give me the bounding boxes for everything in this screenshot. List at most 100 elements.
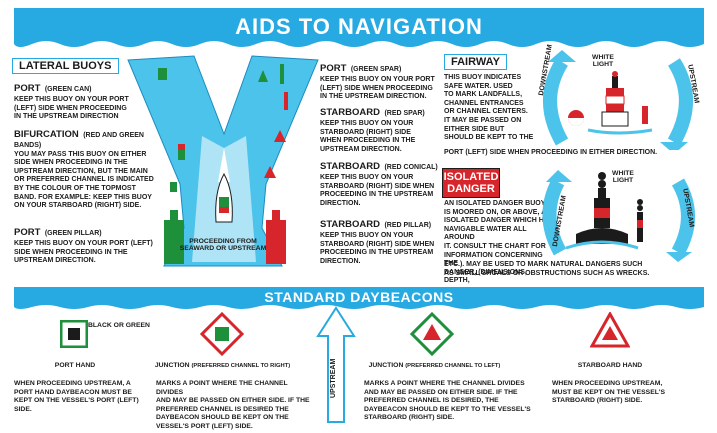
bifurcation-sub2: BANDS): [14, 142, 42, 149]
green-spar-buoy-icon: [280, 64, 284, 84]
isolated-danger-heading-line: DANGER: [447, 183, 495, 195]
channel-caption-line: SEAWARD OR UPSTREAM: [179, 245, 267, 252]
bifurcation-line: OR PREFERRED CHANNEL IS INDICATED: [14, 176, 154, 184]
daybeacons-wave: [14, 287, 704, 309]
stbd-conical-line: DIRECTION.: [320, 199, 361, 207]
port-spar-line: IN THE UPSTREAM DIRECTION.: [320, 93, 427, 101]
channel-caption-line: PROCEEDING FROM: [189, 238, 257, 245]
stbd-spar-line: STARBOARD (RIGHT) SIDE: [320, 128, 411, 136]
bifurcation-band-icon: [178, 144, 185, 150]
port-spar-title: PORT: [320, 63, 347, 74]
bifurcation-line: UPSTREAM DIRECTION, BUT THE MAIN: [14, 167, 148, 175]
green-pillar-buoy-icon: [164, 210, 184, 264]
bifurcation-line: BY THE COLOUR OF THE TOPMOST: [14, 184, 136, 192]
isolated-danger-heading: ISOLATED DANGER: [442, 168, 500, 198]
upstream-arrow: [667, 58, 693, 146]
isolated-line: AN ISOLATED DANGER BUOY: [444, 200, 546, 207]
channel-illustration: [127, 55, 319, 267]
isolated-danger-illustration: [542, 170, 695, 262]
port-spar-line: KEEP THIS BUOY ON YOUR PORT: [320, 76, 435, 83]
starboard-hand-line: STARBOARD (RIGHT) SIDE.: [552, 397, 643, 405]
black-or-green-label: BLACK OR GREEN: [88, 322, 150, 329]
junction-left-line: PREFERRED CHANNEL IS DESIRED, THE: [364, 397, 499, 405]
fairway-line: SAFE WATER. USED: [444, 82, 513, 90]
stbd-spar-block: STARBOARD (RED SPAR) KEEP THIS BUOY ON Y…: [320, 102, 440, 154]
stbd-conical-title: STARBOARD: [320, 161, 380, 172]
starboard-hand-text: WHEN PROCEEDING UPSTREAM, MUST BE KEPT O…: [552, 380, 702, 406]
stbd-spar-sub: (RED SPAR): [384, 110, 425, 117]
red-conical-buoy-icon: [274, 130, 286, 142]
port-can-block: PORT (GREEN CAN) KEEP THIS BUOY ON YOUR …: [14, 78, 139, 122]
port-hand-line: PORT HAND DAYBEACON MUST BE: [14, 388, 132, 396]
channel-caption: PROCEEDING FROM SEAWARD OR UPSTREAM: [178, 238, 268, 252]
fairway-line: OR CHANNEL CENTERS.: [444, 108, 528, 116]
red-pillar-buoy-icon: [266, 210, 286, 264]
bifurcation-buoy-icon: [178, 150, 185, 160]
junction-left-text: MARKS A POINT WHERE THE CHANNEL DIVIDES …: [364, 380, 534, 423]
stbd-pillar-line: KEEP THIS BUOY ON YOUR: [320, 232, 414, 239]
stbd-spar-line: WHEN PROCEEDING IN THE: [320, 137, 416, 145]
upstream-arrow-icon: [316, 306, 356, 423]
green-marker-icon: [258, 70, 268, 82]
fairway-light-label: WHITE LIGHT: [588, 54, 618, 68]
stbd-pillar-line: STARBOARD (RIGHT) SIDE WHEN: [320, 240, 435, 248]
page-title: AIDS TO NAVIGATION: [235, 14, 483, 39]
port-pillar-line: UPSTREAM DIRECTION.: [14, 257, 96, 265]
isolated-line: IT. CONSULT THE CHART FOR: [444, 242, 546, 250]
starboard-hand-line: MUST BE KEPT ON THE VESSEL'S: [552, 388, 666, 396]
junction-right-sub: (PREFERRED CHANNEL TO RIGHT): [191, 363, 291, 369]
port-spar-line: (LEFT) SIDE WHEN PROCEEDING: [320, 84, 433, 92]
fairway-pillar-buoy-icon: [601, 71, 629, 127]
isolated-danger-text: AN ISOLATED DANGER BUOY IS MOORED ON, OR…: [444, 200, 554, 286]
junction-left-beacon-icon: [410, 312, 454, 356]
junction-right-label: JUNCTION: [154, 362, 190, 369]
isolated-danger-last: ETC.). MAY BE USED TO MARK NATURAL DANGE…: [444, 261, 704, 278]
isolated-light-line: LIGHT: [612, 177, 634, 184]
fairway-last-line: PORT (LEFT) SIDE WHEN PROCEEDING IN EITH…: [444, 149, 658, 156]
junction-left-line: STARBOARD (RIGHT) SIDE.: [364, 414, 455, 422]
port-can-line: IN THE UPSTREAM DIRECTION: [14, 113, 119, 121]
starboard-hand-title: STARBOARD HAND: [577, 362, 643, 369]
junction-left-title: JUNCTION (PREFERRED CHANNEL TO LEFT): [362, 362, 507, 369]
isolated-light-label: WHITE LIGHT: [608, 170, 638, 184]
junction-right-line: PREFERRED CHANNEL IS DESIRED THE: [156, 405, 289, 413]
port-pillar-line: KEEP THIS BUOY ON YOUR PORT (LEFT): [14, 240, 153, 247]
port-pillar-block: PORT (GREEN PILLAR) KEEP THIS BUOY ON YO…: [14, 222, 164, 266]
port-hand-line: KEPT ON THE VESSEL'S PORT (LEFT): [14, 397, 139, 405]
red-conical-buoy-icon: [264, 166, 276, 178]
port-can-line: KEEP THIS BUOY ON YOUR PORT: [14, 96, 129, 103]
junction-right-line: DAYBEACON SHOULD BE KEPT ON THE: [156, 414, 289, 422]
stbd-pillar-line: PROCEEDING IN THE UPSTREAM: [320, 249, 434, 257]
bifurcation-line: ON YOUR STARBOARD (RIGHT) SIDE.: [14, 202, 142, 210]
fairway-line: CHANNEL ENTRANCES: [444, 99, 524, 107]
stbd-pillar-sub: (RED PILLAR): [384, 222, 432, 229]
fairway-heading: FAIRWAY: [444, 54, 507, 70]
port-hand-text: WHEN PROCEEDING UPSTREAM, A PORT HAND DA…: [14, 380, 149, 414]
port-can-title: PORT: [14, 83, 41, 94]
title-wave: [14, 8, 704, 47]
isolated-line: IS MOORED ON, OR ABOVE, AN: [444, 208, 552, 216]
isolated-line: AS SMALL SHOALS OR OBSTRUCTIONS SUCH AS …: [444, 269, 650, 277]
fairway-line: EITHER SIDE BUT: [444, 125, 505, 133]
starboard-hand-line: WHEN PROCEEDING UPSTREAM,: [552, 380, 663, 387]
bifurcation-title: BIFURCATION: [14, 129, 79, 140]
junction-right-line: VESSEL'S PORT (LEFT) SIDE.: [156, 422, 253, 430]
downstream-arrow: [543, 58, 569, 146]
fairway-line: TO MARK LANDFALLS,: [444, 91, 523, 99]
isolated-danger-spar-icon: [637, 199, 643, 242]
upstream-label: UPSTREAM: [330, 358, 337, 398]
junction-right-text: MARKS A POINT WHERE THE CHANNEL DIVIDES …: [156, 380, 316, 432]
port-pillar-sub: (GREEN PILLAR): [44, 230, 102, 237]
isolated-line: ETC.). MAY BE USED TO MARK NATURAL DANGE…: [444, 261, 643, 268]
stbd-pillar-block: STARBOARD (RED PILLAR) KEEP THIS BUOY ON…: [320, 214, 445, 266]
junction-right-beacon-icon: [200, 312, 244, 356]
lateral-buoys-heading: LATERAL BUOYS: [12, 58, 119, 74]
stbd-conical-line: PROCEEDING IN THE UPSTREAM: [320, 191, 434, 199]
stbd-pillar-title: STARBOARD: [320, 219, 380, 230]
stbd-conical-line: KEEP THIS BUOY ON YOUR: [320, 174, 414, 181]
red-spar-buoy-icon: [284, 92, 288, 110]
junction-left-line: AND MAY BE PASSED ON EITHER SIDE. IF THE: [364, 388, 518, 396]
stbd-spar-title: STARBOARD: [320, 107, 380, 118]
stbd-spar-line: KEEP THIS BUOY ON YOUR: [320, 120, 414, 127]
junction-left-sub: (PREFERRED CHANNEL TO LEFT): [405, 363, 501, 369]
